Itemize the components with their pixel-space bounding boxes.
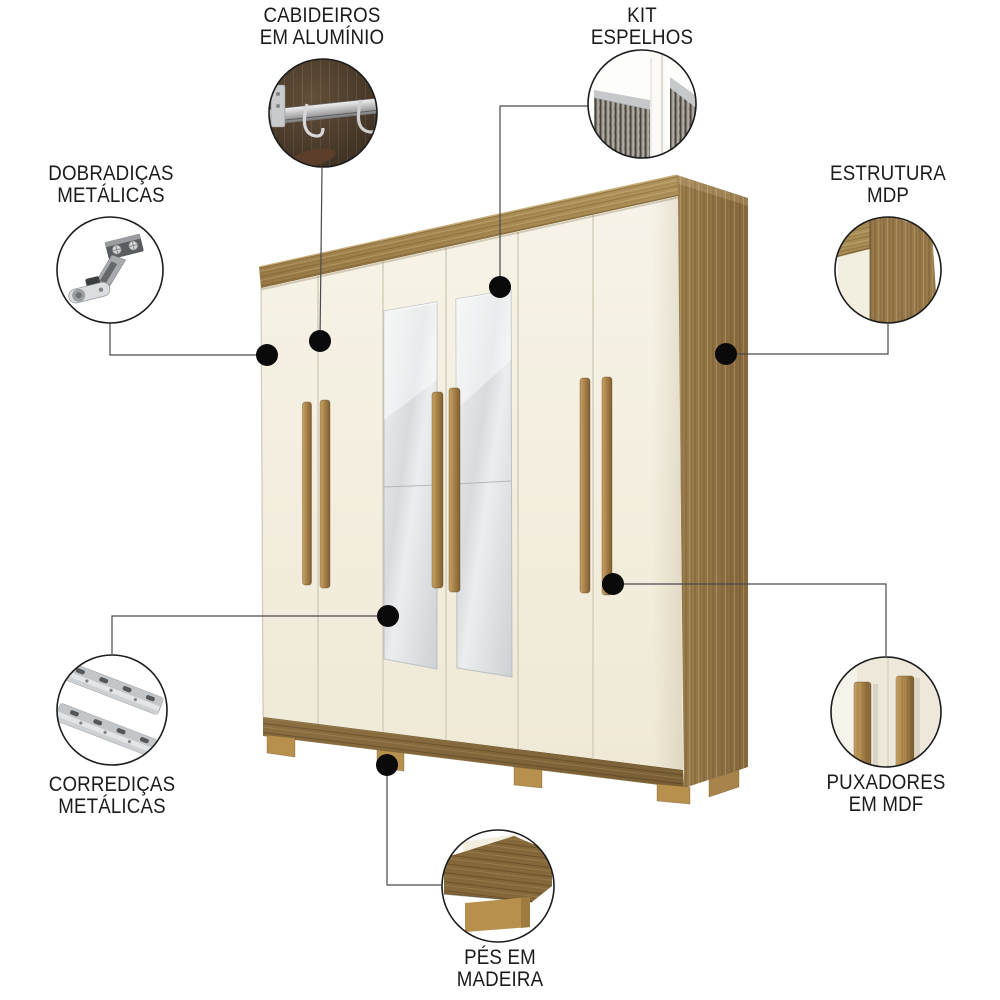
thumb-circle-cabideiros [268,58,378,168]
handle-4 [448,387,461,593]
door-mirrors [383,289,513,678]
thumb-circle-pes [441,829,555,943]
callout-label-pes: PÉS EM MADEIRA [456,945,544,991]
thumb-circle-estrutura [834,216,942,324]
callout-label-puxadores: PUXADORES EM MDF [826,770,946,816]
mirror-left [383,301,438,670]
callout-dots [256,276,737,776]
callout-label-corredicas: CORREDIÇAS METÁLICAS [48,772,176,818]
callout-dot-puxadores [602,573,624,595]
callout-dot-kit-espelhos [489,276,511,298]
callout-dot-pes [376,754,398,776]
handle-6 [601,376,613,596]
callout-label-kit-espelhos: KIT ESPELHOS [590,3,694,49]
callout-dot-dobradicas [256,344,278,366]
thumb-corredicas [56,654,168,766]
callout-line-dobradicas [109,323,258,356]
foot-4 [656,783,691,805]
thumb-estrutura [834,216,942,324]
callout-line-corredicas [111,615,378,654]
thumb-puxadores [830,656,942,768]
callout-label-estrutura: ESTRUTURA MDP [830,161,946,207]
callout-dot-corredicas [377,605,399,627]
mirror-right [455,289,513,678]
foot-5 [708,769,740,798]
handle-2 [319,399,331,589]
callout-dot-estrutura [715,343,737,365]
thumb-pes [441,829,555,943]
thumb-dobradicas [56,216,164,324]
handle-5 [579,377,591,594]
callout-label-dobradicas: DOBRADIÇAS METÁLICAS [48,161,174,207]
callout-line-pes [386,775,441,886]
callout-label-cabideiros: CABIDEIROS EM ALUMÍNIO [259,3,385,49]
callout-line-kit-espelhos [499,105,589,287]
thumb-circle-puxadores [830,656,942,768]
foot-3 [513,766,543,789]
thumb-kit-espelhos [587,49,697,159]
callout-lines [109,105,889,886]
foot-1 [266,734,296,758]
thumb-cabideiros [268,58,378,168]
thumb-circle-corredicas [56,654,168,766]
thumb-circle-kit-espelhos [587,49,697,159]
wardrobe [258,174,748,805]
callout-line-puxadores [622,583,887,656]
door-handles [302,376,613,596]
handle-1 [302,401,312,586]
handle-3 [431,391,444,589]
callout-line-cabideiros [319,167,323,342]
wardrobe-side-panel [677,175,748,788]
thumb-circle-dobradicas [56,216,164,324]
callout-line-estrutura [736,324,889,355]
callout-dot-cabideiros [309,330,331,352]
